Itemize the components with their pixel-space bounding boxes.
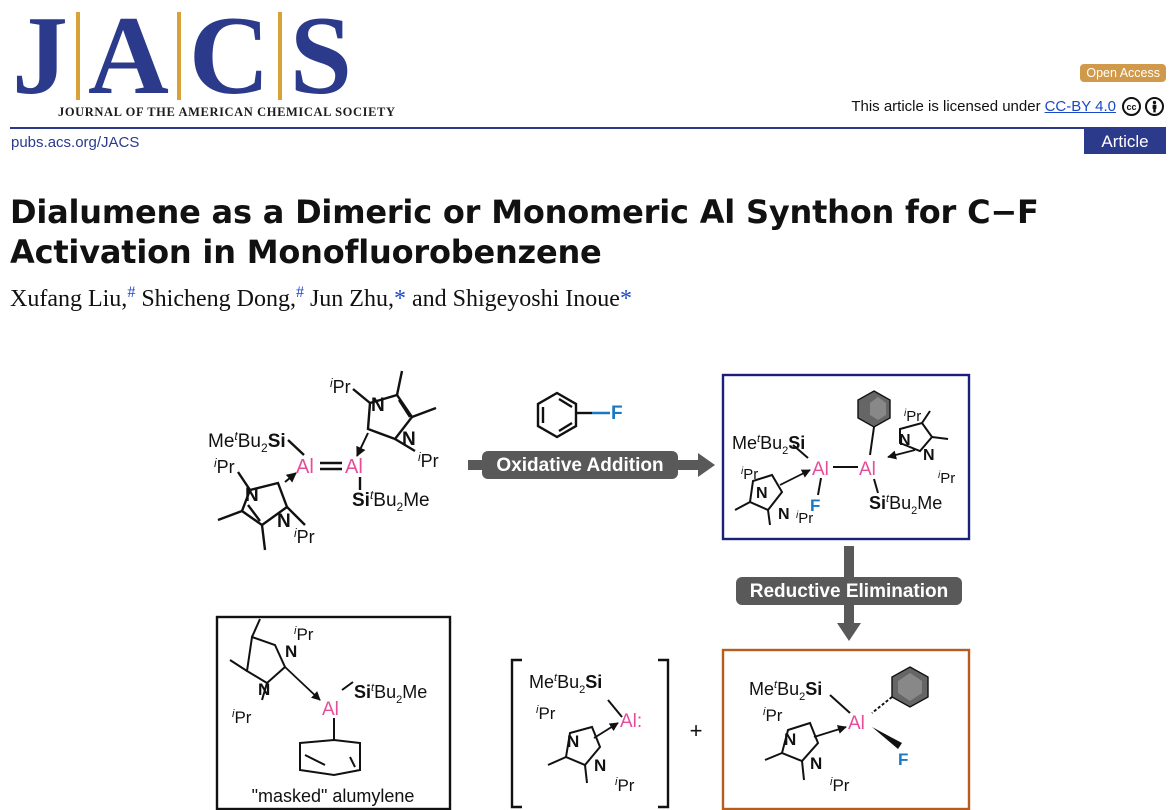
n-atom: N [402,429,416,450]
n-atom: N [567,732,579,751]
svg-text:iPr: iPr [294,625,314,644]
journal-full-name: JOURNAL OF THE AMERICAN CHEMICAL SOCIETY [58,105,396,119]
n-atom: N [285,642,297,661]
svg-text:iPr: iPr [232,708,252,727]
al-atom: Al [859,459,876,480]
al-atom: Al [812,459,829,480]
svg-text:iPr: iPr [796,510,813,527]
author-name[interactable]: Jun Zhu, [309,286,394,312]
fluorine-label: F [810,496,820,515]
svg-text:iPr: iPr [763,706,783,725]
creative-commons-icon: cc [1122,97,1141,116]
fluorine-label: F [611,403,623,424]
al-atom: Al [345,456,363,478]
logo-letter-s: S [289,0,353,118]
equal-contribution-mark[interactable]: # [295,284,304,301]
svg-text:MetBu2Si: MetBu2Si [749,679,822,703]
n-atom: N [594,756,606,775]
svg-text:MetBu2Si: MetBu2Si [529,672,602,696]
ipr-superscript: i [330,376,333,390]
n-atom: N [923,447,935,464]
logo-letter-j: J [12,0,68,118]
n-atom: N [899,432,911,449]
n-atom: N [371,395,385,416]
n-atom: N [756,485,768,502]
svg-text:iPr: iPr [830,776,850,795]
oxidative-addition-arrow: Oxidative Addition [468,451,715,479]
svg-text:iPr: iPr [904,408,921,425]
al-atom: Al [848,713,865,734]
toc-graphic: iPr N N iPr MetBu2Si Al Al SitBu2Me iPr … [190,355,990,810]
svg-text:iPr: iPr [615,776,635,795]
logo-letters: J A C S [12,0,353,118]
svg-text:MetBu2Si: MetBu2Si [732,433,805,457]
alumylene-al-label: Al: [620,711,642,732]
svg-text:SitBu2Me: SitBu2Me [352,488,430,514]
masked-alumylene-label: "masked" alumylene [252,786,415,806]
equal-contribution-mark[interactable]: # [127,284,136,301]
svg-text:iPr: iPr [294,526,315,547]
reductive-elimination-arrow: Reductive Elimination [736,546,962,641]
header-rule [10,127,1166,129]
article-title: Dialumene as a Dimeric or Monomeric Al S… [10,193,1039,271]
n-atom: N [277,511,291,532]
svg-text:iPr: iPr [418,450,439,471]
logo-letter-c: C [188,0,270,118]
author-name[interactable]: and Shigeyoshi Inoue [411,286,620,312]
license-text: This article is licensed under [851,98,1041,115]
author-list: Xufang Liu,# Shicheng Dong,# Jun Zhu,* a… [10,284,632,313]
svg-text:SitBu2Me: SitBu2Me [354,682,427,706]
reductive-elimination-label: Reductive Elimination [750,581,948,602]
license-link[interactable]: CC-BY 4.0 [1044,98,1116,115]
al-atom: Al [296,456,314,478]
author-name[interactable]: Xufang Liu, [10,286,128,312]
n-atom: N [245,485,259,506]
dialumene-structure: iPr N N iPr MetBu2Si Al Al SitBu2Me iPr … [208,370,439,551]
alumylene-intermediate: MetBu2Si Al: iPr N N iPr [510,658,670,809]
attribution-icon [1145,97,1164,116]
corresponding-author-mark[interactable]: * [393,286,406,312]
oxidative-addition-label: Oxidative Addition [496,455,663,476]
svg-text:iPr: iPr [938,470,955,487]
open-access-badge: Open Access [1080,64,1166,82]
plus-sign: + [690,718,703,743]
license-statement: This article is licensed under CC-BY 4.0… [851,97,1164,116]
journal-logo[interactable]: J A C S JOURNAL OF THE AMERICAN CHEMICAL… [12,0,395,120]
n-atom: N [258,680,270,699]
n-atom: N [784,730,796,749]
al-atom: Al [322,699,339,720]
svg-text:iPr: iPr [741,466,758,483]
logo-divider [76,12,80,100]
svg-text:iPr: iPr [330,376,351,397]
fluorine-label: F [898,750,908,769]
svg-text:SitBu2Me: SitBu2Me [869,493,942,517]
site-link[interactable]: pubs.acs.org/JACS [11,134,140,151]
svg-text:iPr: iPr [214,456,235,477]
masked-alumylene-box: iPr N N iPr SitBu2Me Al "masked" alumyle… [215,615,452,810]
monomeric-product-box: MetBu2Si Al F iPr N N iPr [721,648,971,810]
logo-divider [176,12,181,100]
dimeric-product-box: iPr N N iPr MetBu2Si Al Al F SitBu2Me iP… [721,373,971,541]
svg-text:iPr: iPr [536,704,556,723]
corresponding-author-mark[interactable]: * [619,286,632,312]
logo-divider [277,12,282,100]
article-type-tag: Article [1084,129,1166,154]
n-atom: N [810,754,822,773]
svg-text:MetBu2Si: MetBu2Si [208,429,286,455]
n-atom: N [778,506,790,523]
logo-letter-a: A [88,0,169,118]
fluorobenzene-structure: F [536,391,623,439]
author-name[interactable]: Shicheng Dong, [141,286,296,312]
